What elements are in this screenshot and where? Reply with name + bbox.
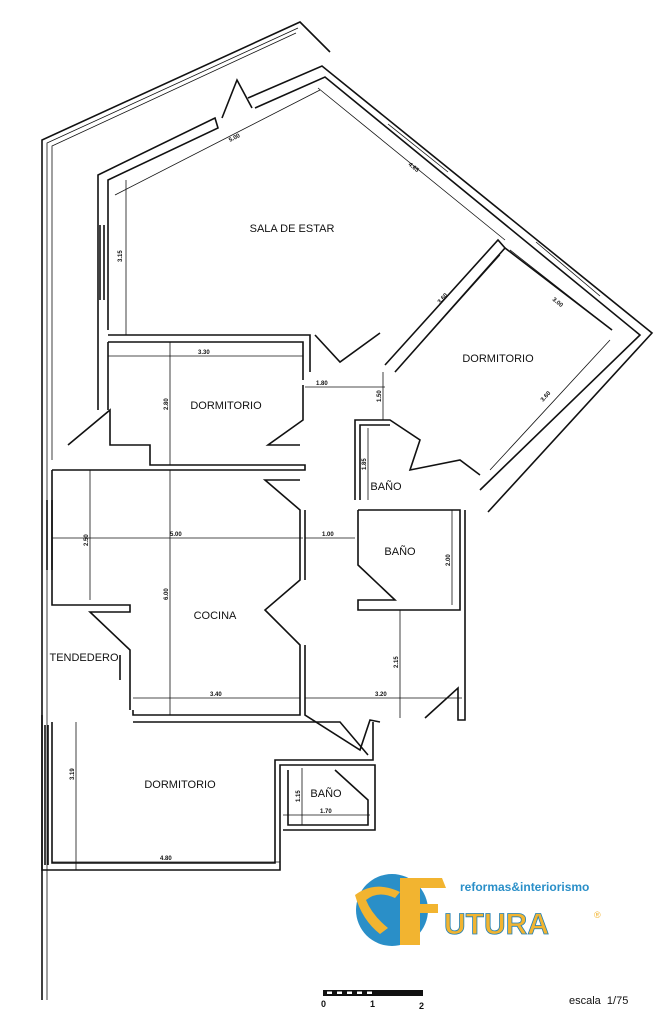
room-label-sala: SALA DE ESTAR [250, 223, 335, 235]
dim-dorm1-width: 3.30 [198, 350, 210, 356]
room-label-dormitorio-2: DORMITORIO [462, 353, 534, 365]
scale-bar: 0 1 2 [321, 990, 424, 1011]
dim-hall-vertical: 2.15 [394, 656, 400, 668]
dim-bano3-width: 1.70 [320, 809, 332, 815]
exterior-walls [97, 65, 654, 513]
dim-cocina-small: 2.50 [84, 534, 90, 546]
dim-cocina-height: 6.00 [164, 588, 170, 600]
logo-name: UTURA [444, 908, 549, 941]
dim-hall-bottom: 3.20 [375, 692, 387, 698]
dim-dorm2-b: 3.00 [551, 297, 564, 309]
dim-dorm3-width: 4.80 [160, 856, 172, 862]
dim-sala-left: 3.15 [118, 250, 124, 262]
dim-cocina-width: 5.00 [170, 532, 182, 538]
dim-cocina-bottom: 3.40 [210, 692, 222, 698]
room-label-cocina: COCINA [194, 610, 237, 622]
room-label-bano-3: BAÑO [310, 787, 342, 800]
logo-f-letter [400, 878, 446, 945]
room-label-dormitorio-3: DORMITORIO [144, 779, 216, 791]
dimension-lines [52, 87, 613, 870]
scale-label-1: 1 [370, 999, 375, 1009]
dimension-labels: 5.00 4.65 3.15 3.30 2.80 1.80 1.50 3.60 … [70, 133, 564, 862]
dim-dorm3-height: 3.19 [70, 768, 76, 780]
dim-passage: 1.00 [322, 532, 334, 538]
dim-dorm2-c: 3.60 [540, 390, 553, 403]
room-label-dormitorio-1: DORMITORIO [190, 400, 262, 412]
room-label-tendedero: TENDEDERO [49, 652, 119, 664]
room-label-bano-1: BAÑO [370, 480, 402, 493]
logo-subtitle: reformas&interiorismo [460, 880, 589, 894]
dim-hall-width: 1.80 [316, 381, 328, 387]
dim-bano3-height: 1.15 [296, 790, 302, 802]
scale-text: escala 1/75 [569, 995, 628, 1007]
scale-label-2: 2 [419, 1001, 424, 1011]
interior-walls [41, 238, 613, 871]
logo-swoosh [355, 886, 400, 934]
dim-dorm1-height: 2.80 [164, 398, 170, 410]
dim-bano1-height: 1.85 [362, 458, 368, 470]
dim-dorm2-a: 3.60 [437, 292, 450, 305]
futura-logo: reformas&interiorismo UTURA ® [355, 874, 601, 946]
dim-sala-top: 5.00 [228, 133, 242, 144]
logo-registered: ® [594, 910, 601, 920]
dim-sala-diag: 4.65 [407, 162, 420, 174]
dim-hall-height: 1.50 [377, 390, 383, 402]
dim-bano2-height: 2.00 [446, 554, 452, 566]
terrace-walls [41, 21, 331, 1000]
room-label-bano-2: BAÑO [384, 545, 416, 558]
scale-label-0: 0 [321, 999, 326, 1009]
